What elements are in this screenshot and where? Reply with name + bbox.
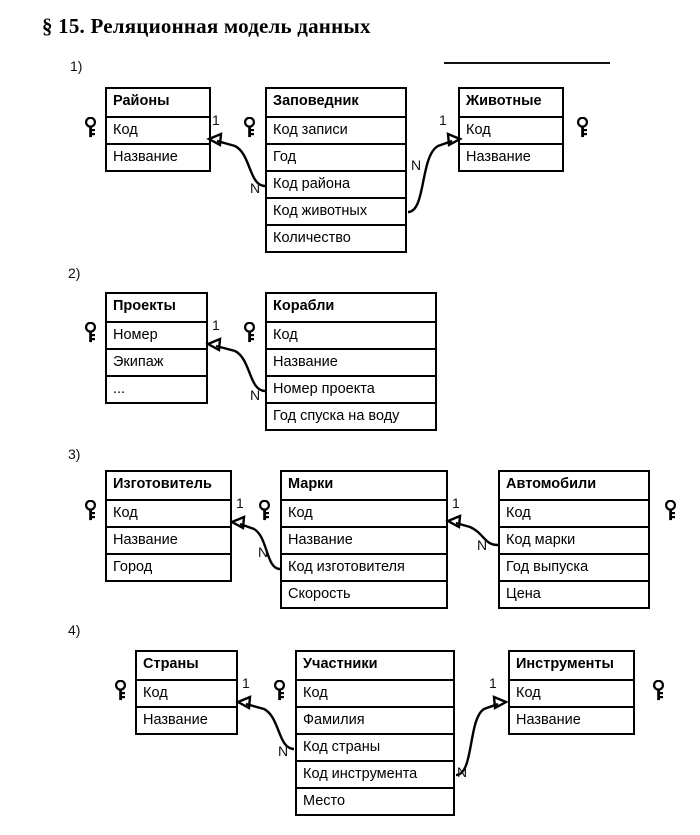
entity-field: Код: [267, 321, 435, 348]
entity-field: ...: [107, 375, 206, 402]
entity-field: Код: [107, 499, 230, 526]
group-index-3: 3): [68, 446, 81, 462]
cardinality-many: N: [250, 387, 261, 403]
entity-field: Номер: [107, 321, 206, 348]
cardinality-many: N: [250, 180, 261, 196]
entity-field: Место: [297, 787, 453, 814]
entity-rayony[interactable]: Районы Код Название: [105, 87, 211, 172]
cardinality-one: 1: [212, 317, 220, 333]
entity-field: Название: [267, 348, 435, 375]
cardinality-one: 1: [212, 112, 220, 128]
key-icon: [244, 117, 255, 138]
entity-field: Количество: [267, 224, 405, 251]
entity-field: Год выпуска: [500, 553, 648, 580]
entity-field: Название: [282, 526, 446, 553]
entity-field: Код: [297, 679, 453, 706]
entity-proekty[interactable]: Проекты Номер Экипаж ...: [105, 292, 208, 404]
entity-field: Номер проекта: [267, 375, 435, 402]
cardinality-one: 1: [489, 675, 497, 691]
entity-title: Проекты: [107, 294, 206, 321]
entity-title: Участники: [297, 652, 453, 679]
relation-connector: [205, 337, 266, 393]
relation-connector: [235, 695, 295, 751]
entity-field: Город: [107, 553, 230, 580]
cardinality-one: 1: [236, 495, 244, 511]
entity-strany[interactable]: Страны Код Название: [135, 650, 238, 735]
key-icon: [85, 500, 96, 521]
cardinality-many: N: [258, 544, 269, 560]
key-icon: [85, 117, 96, 138]
relation-connector: [229, 515, 281, 571]
entity-field: Фамилия: [297, 706, 453, 733]
entity-field: Код страны: [297, 733, 453, 760]
entity-field: Код: [510, 679, 633, 706]
entity-title: Страны: [137, 652, 236, 679]
key-icon: [85, 322, 96, 343]
cardinality-one: 1: [242, 675, 250, 691]
entity-title: Инструменты: [510, 652, 633, 679]
key-icon: [665, 500, 676, 521]
cardinality-many: N: [457, 764, 468, 780]
key-icon: [115, 680, 126, 701]
entity-title: Марки: [282, 472, 446, 499]
entity-title: Изготовитель: [107, 472, 230, 499]
entity-field: Год: [267, 143, 405, 170]
key-icon: [653, 680, 664, 701]
entity-field: Код: [500, 499, 648, 526]
entity-title: Районы: [107, 89, 209, 116]
entity-field: Код: [460, 116, 562, 143]
entity-field: Код записи: [267, 116, 405, 143]
entity-field: Код марки: [500, 526, 648, 553]
entity-field: Код: [137, 679, 236, 706]
entity-instrumenty[interactable]: Инструменты Код Название: [508, 650, 635, 735]
entity-title: Корабли: [267, 294, 435, 321]
entity-uchastniki[interactable]: Участники Код Фамилия Код страны Код инс…: [295, 650, 455, 816]
cardinality-many: N: [477, 537, 488, 553]
entity-avtomobili[interactable]: Автомобили Код Код марки Год выпуска Цен…: [498, 470, 650, 609]
cardinality-one: 1: [452, 495, 460, 511]
key-icon: [259, 500, 270, 521]
entity-field: Название: [107, 143, 209, 170]
entity-field: Название: [510, 706, 633, 733]
entity-title: Заповедник: [267, 89, 405, 116]
entity-field: Код: [107, 116, 209, 143]
key-icon: [274, 680, 285, 701]
entity-title: Животные: [460, 89, 562, 116]
entity-title: Автомобили: [500, 472, 648, 499]
group-index-2: 2): [68, 265, 81, 281]
key-icon: [244, 322, 255, 343]
title-horizontal-rule: [444, 62, 610, 64]
entity-field: Код изготовителя: [282, 553, 446, 580]
entity-field: Название: [107, 526, 230, 553]
entity-marki[interactable]: Марки Код Название Код изготовителя Скор…: [280, 470, 448, 609]
entity-zapovednik[interactable]: Заповедник Код записи Год Код района Код…: [265, 87, 407, 253]
key-icon: [577, 117, 588, 138]
group-index-4: 4): [68, 622, 81, 638]
entity-field: Код района: [267, 170, 405, 197]
entity-field: Год спуска на воду: [267, 402, 435, 429]
entity-field: Цена: [500, 580, 648, 607]
entity-field: Код животных: [267, 197, 405, 224]
cardinality-many: N: [411, 157, 422, 173]
entity-field: Код: [282, 499, 446, 526]
entity-korabli[interactable]: Корабли Код Название Номер проекта Год с…: [265, 292, 437, 431]
page-title: § 15. Реляционная модель данных: [42, 14, 371, 38]
entity-field: Экипаж: [107, 348, 206, 375]
entity-izgotovitel[interactable]: Изготовитель Код Название Город: [105, 470, 232, 582]
entity-field: Скорость: [282, 580, 446, 607]
cardinality-many: N: [278, 743, 289, 759]
entity-zhivotnye[interactable]: Животные Код Название: [458, 87, 564, 172]
entity-field: Название: [460, 143, 562, 170]
cardinality-one: 1: [439, 112, 447, 128]
entity-field: Название: [137, 706, 236, 733]
group-index-1: 1): [70, 58, 83, 74]
entity-field: Код инструмента: [297, 760, 453, 787]
